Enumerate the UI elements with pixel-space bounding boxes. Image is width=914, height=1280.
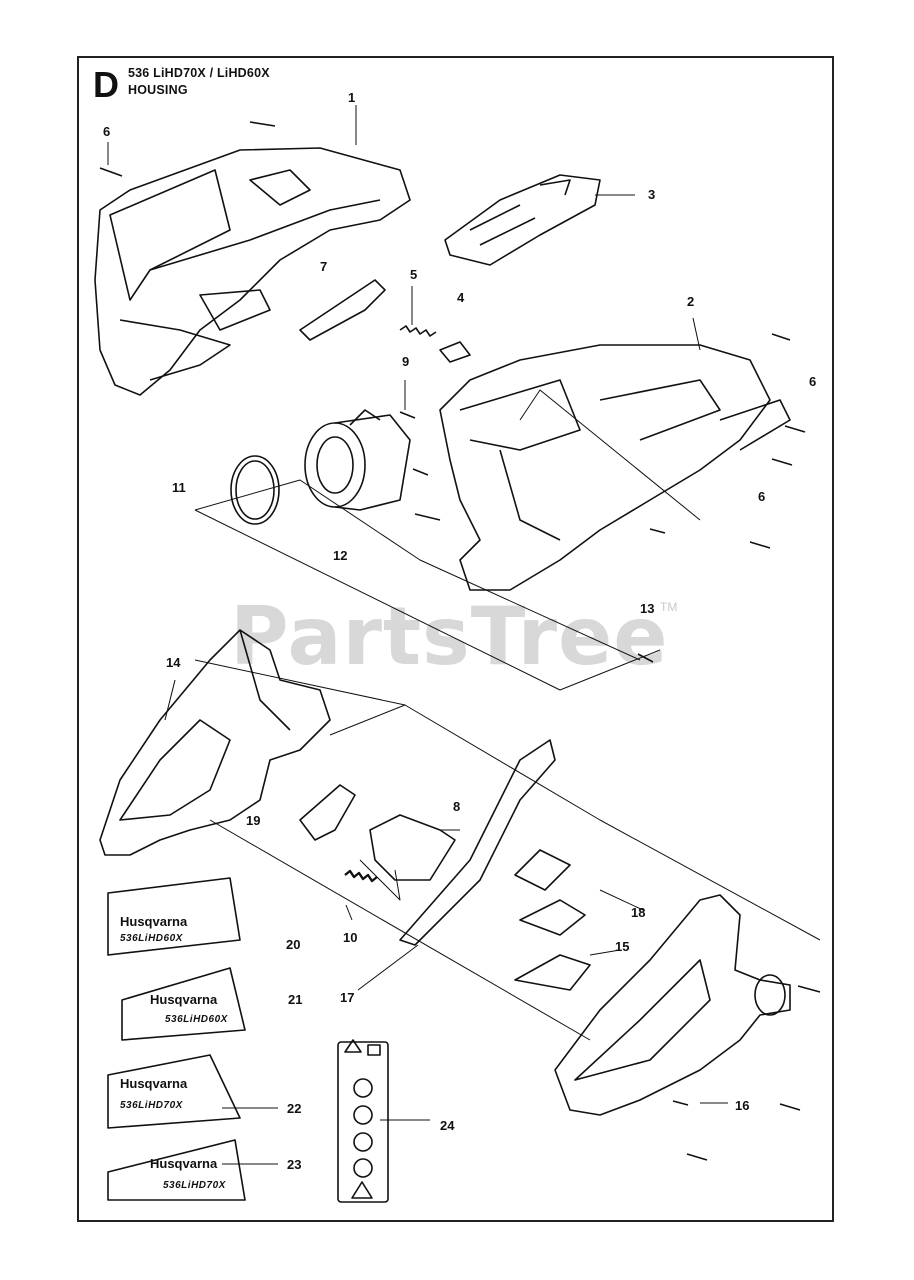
part-8-switch	[369, 814, 456, 881]
decal-20-brand: Husqvarna	[120, 914, 188, 929]
part-1-front-housing	[94, 147, 411, 396]
callout-18: 18	[631, 905, 646, 920]
callout-15: 15	[615, 939, 630, 954]
part-19-trigger	[299, 784, 356, 841]
part-7-lever	[299, 279, 386, 341]
callout-13: 13	[640, 601, 655, 616]
callout-6c: 6	[758, 489, 766, 504]
part-10-spring	[344, 869, 378, 883]
part-17-strip	[399, 739, 556, 946]
callout-8: 8	[453, 799, 461, 814]
callout-11: 11	[172, 480, 186, 495]
diagram-frame	[77, 56, 834, 1222]
callout-24: 24	[440, 1118, 455, 1133]
decal-23-outline	[107, 1139, 246, 1201]
part-12-motor	[304, 409, 411, 511]
callout-10: 10	[343, 930, 358, 945]
decal-22-model: 536LiHD70X	[120, 1100, 183, 1111]
callout-6b: 6	[809, 374, 817, 389]
callout-21: 21	[288, 992, 303, 1007]
part-18-bracket	[514, 849, 586, 936]
callout-4: 4	[457, 290, 465, 305]
part-11-o-ring-inner	[235, 460, 275, 520]
decal-20-outline	[107, 877, 241, 956]
callout-19: 19	[246, 813, 261, 828]
callout-1: 1	[348, 90, 356, 105]
callout-9: 9	[402, 354, 410, 369]
part-5-spring	[399, 325, 437, 337]
part-15-bracket	[514, 954, 591, 991]
decal-21-outline	[121, 967, 246, 1041]
part-16-rear-handle	[554, 894, 791, 1116]
part-2-rear-housing	[439, 344, 791, 591]
callout-7: 7	[320, 259, 328, 274]
callout-16: 16	[735, 1098, 750, 1113]
decal-21-model: 536LiHD60X	[165, 1014, 228, 1025]
model-title: 536 LiHD70X / LiHD60X	[128, 66, 270, 80]
watermark-tm: TM	[660, 600, 678, 614]
decal-23-brand: Husqvarna	[150, 1156, 218, 1171]
decal-24-warning-label	[337, 1039, 389, 1203]
part-4-slider	[439, 341, 471, 363]
decal-22-outline	[107, 1054, 241, 1129]
decal-21-brand: Husqvarna	[150, 992, 218, 1007]
callout-22: 22	[287, 1101, 302, 1116]
decal-22-brand: Husqvarna	[120, 1076, 188, 1091]
decal-20-model: 536LiHD60X	[120, 933, 183, 944]
callout-20: 20	[286, 937, 301, 952]
callout-14: 14	[166, 655, 181, 670]
section-title: HOUSING	[128, 83, 188, 97]
screws	[99, 121, 821, 1161]
callout-2: 2	[687, 294, 695, 309]
callout-5: 5	[410, 267, 418, 282]
part-11-o-ring	[230, 455, 280, 525]
watermark: PartsTree	[230, 590, 669, 683]
callout-17: 17	[340, 990, 355, 1005]
decal-23-model: 536LiHD70X	[163, 1180, 226, 1191]
callout-12: 12	[333, 548, 348, 563]
callout-3: 3	[648, 187, 656, 202]
part-3-button-cover	[444, 174, 601, 266]
part-14-handle-housing	[99, 629, 331, 856]
leader-lines	[107, 105, 821, 1165]
callout-6a: 6	[103, 124, 111, 139]
section-letter: D	[93, 64, 119, 105]
callout-23: 23	[287, 1157, 302, 1172]
